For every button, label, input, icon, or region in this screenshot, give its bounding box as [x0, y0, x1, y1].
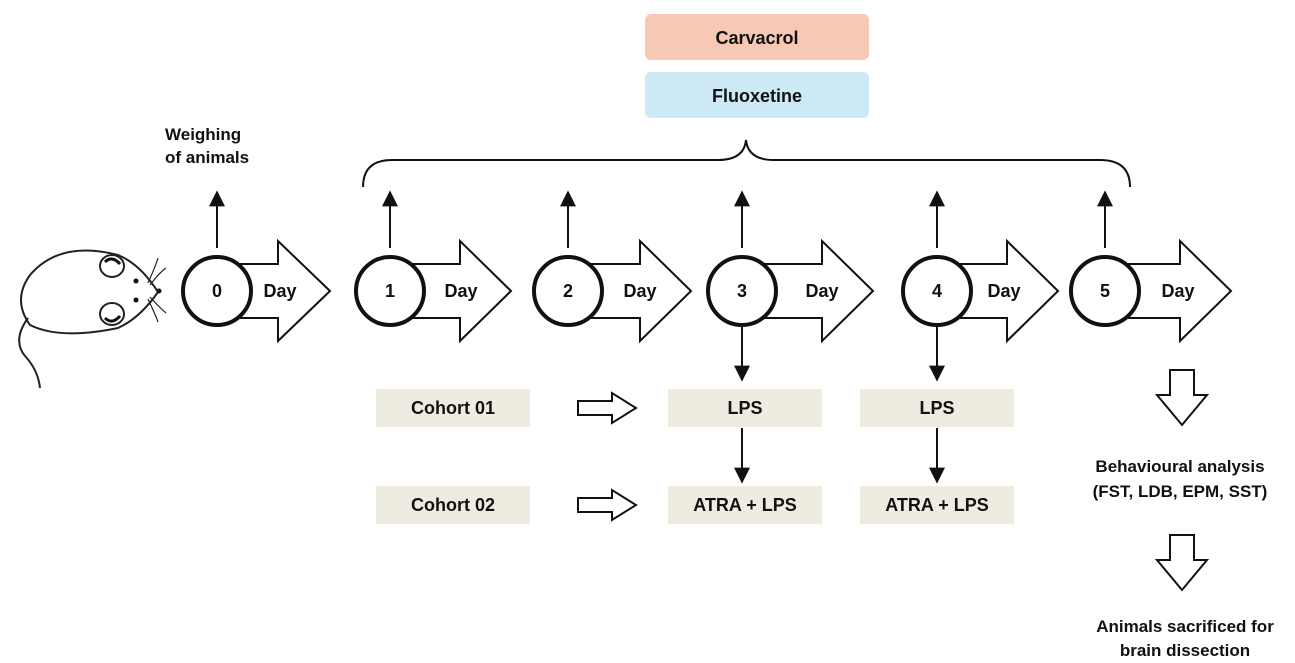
sacrifice-line-1: Animals sacrificed for [1096, 617, 1274, 636]
cohort-02-row: Cohort 02 ATRA + LPS ATRA + LPS [376, 486, 1014, 524]
day-0-number: 0 [212, 281, 222, 301]
cohort-02-arrow-icon [577, 488, 638, 522]
day-2-number: 2 [563, 281, 573, 301]
day-node-4: 4 Day [901, 190, 1060, 382]
behaviour-analysis-line-1: Behavioural analysis [1095, 457, 1264, 476]
cohort-01-day3-label: LPS [727, 398, 762, 418]
day-5-number: 5 [1100, 281, 1110, 301]
fluoxetine-label: Fluoxetine [712, 86, 802, 106]
day-4-number: 4 [932, 281, 942, 301]
day-0-label: Day [263, 281, 296, 301]
weighing-label-line-1: Weighing [165, 125, 241, 144]
cohort-01-row: Cohort 01 LPS LPS [376, 389, 1014, 427]
sacrifice-line-2: brain dissection [1120, 641, 1250, 660]
cohort-01-day3-box [668, 389, 822, 427]
cohort-02-day3-label: ATRA + LPS [693, 495, 797, 515]
carvacrol-box [645, 14, 869, 60]
carvacrol-label: Carvacrol [715, 28, 798, 48]
day-2-label: Day [623, 281, 656, 301]
cohort-02-box [376, 486, 530, 524]
behaviour-analysis-line-2: (FST, LDB, EPM, SST) [1093, 482, 1268, 501]
treatment-carvacrol: Carvacrol [645, 14, 869, 60]
day-3-label: Day [805, 281, 838, 301]
day-2-circle [532, 255, 604, 327]
day-0-circle [181, 255, 253, 327]
day-1-label: Day [444, 281, 477, 301]
day-4-label: Day [987, 281, 1020, 301]
weighing-label-line-2: of animals [165, 148, 249, 167]
cohort-01-box [376, 389, 530, 427]
day-5-label: Day [1161, 281, 1194, 301]
day-node-3: 3 Day [706, 190, 875, 382]
cohort-01-arrow-icon [577, 391, 638, 425]
fluoxetine-box [645, 72, 869, 118]
cohort-02-day4-label: ATRA + LPS [885, 495, 989, 515]
day-3-number: 3 [737, 281, 747, 301]
day-5-circle [1069, 255, 1141, 327]
treatment-period-brace [362, 139, 1131, 188]
cohort-01-label: Cohort 01 [411, 398, 495, 418]
day-node-2: 2 Day [532, 190, 693, 344]
day-node-0: 0 Day [181, 190, 332, 344]
cohort-02-day3-box [668, 486, 822, 524]
treatment-fluoxetine: Fluoxetine [645, 72, 869, 118]
cohort-01-day4-box [860, 389, 1014, 427]
cohort-02-label: Cohort 02 [411, 495, 495, 515]
day-node-1: 1 Day [354, 190, 513, 344]
mouse-icon [18, 249, 167, 389]
day-node-5: 5 Day [1069, 190, 1233, 344]
down-arrow-to-sacrifice-icon [1154, 534, 1210, 592]
day-1-circle [354, 255, 426, 327]
day-1-number: 1 [385, 281, 395, 301]
down-arrow-to-behaviour-icon [1154, 369, 1210, 427]
cohort-01-day4-label: LPS [919, 398, 954, 418]
cohort-02-day4-box [860, 486, 1014, 524]
